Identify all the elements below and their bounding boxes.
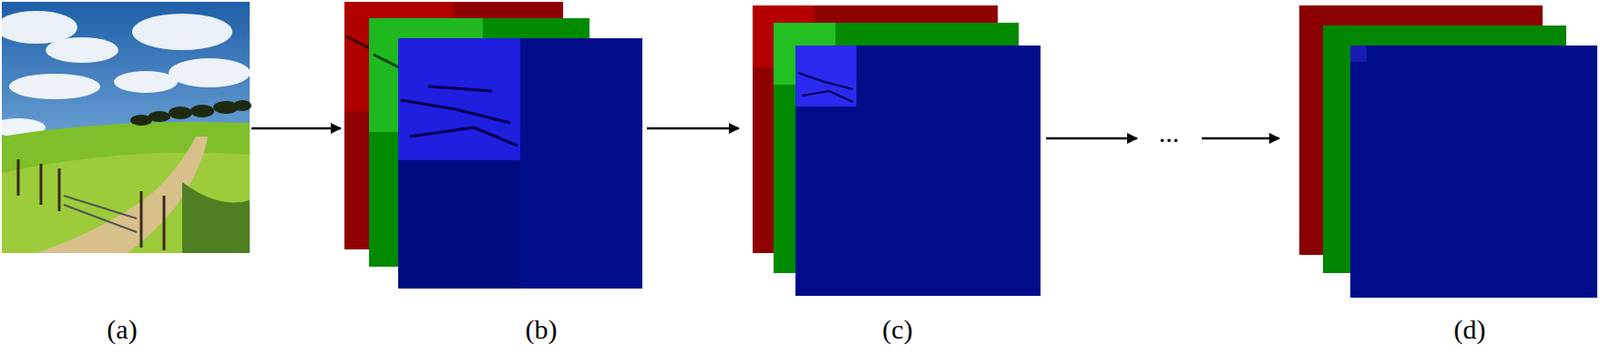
channel-stack — [752, 5, 1041, 297]
channel-stack — [344, 1, 643, 289]
panel-label: (a) — [106, 316, 137, 344]
landscape-photo — [0, 1, 252, 254]
panel-label: (c) — [882, 316, 913, 344]
channel-stack — [1299, 5, 1598, 298]
panel-label: (d) — [1454, 316, 1487, 344]
ellipsis: ... — [1158, 119, 1180, 147]
panel-label: (b) — [525, 316, 558, 344]
